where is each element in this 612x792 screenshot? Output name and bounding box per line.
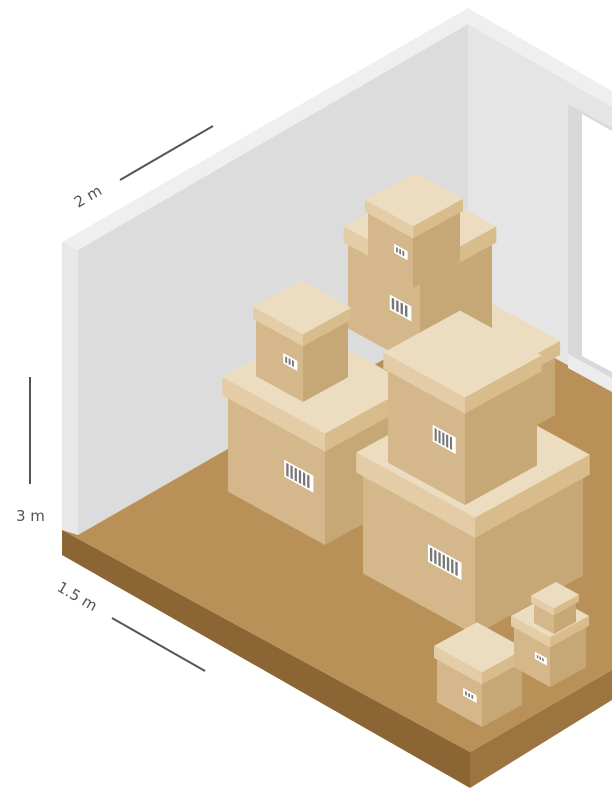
box-lid-top-face	[434, 622, 525, 673]
barcode-bar	[399, 248, 402, 255]
barcode-bar	[434, 549, 437, 565]
barcode-bar	[542, 657, 544, 662]
box-lid-right-face	[475, 454, 590, 538]
box-lid-left-face	[253, 306, 303, 347]
barcode-bar	[294, 467, 297, 482]
barcode-bar	[438, 430, 441, 444]
barcode-bar	[307, 474, 310, 489]
floor-front-right-side	[470, 670, 612, 788]
box-lid-left-face	[383, 352, 465, 414]
barcode-bar	[402, 250, 405, 257]
box-lid-left-face	[222, 377, 325, 452]
left-wall	[78, 24, 468, 535]
door-sill	[568, 354, 612, 392]
left-wall-edge	[62, 242, 78, 535]
barcode-bar	[400, 302, 403, 315]
box-lid-right-face	[413, 198, 463, 239]
wall-top-cap	[62, 8, 612, 250]
box-lid-left-face	[356, 452, 475, 538]
barcode-bar	[442, 432, 445, 446]
barcode-bar	[442, 554, 445, 570]
box-lid-left-face	[531, 595, 554, 616]
box-body-left-face	[363, 455, 475, 635]
barcode-bar	[539, 656, 542, 661]
barcode-bar	[434, 427, 437, 442]
cardboard-box	[531, 581, 579, 634]
box-lid-top-face	[365, 172, 463, 227]
cardboard-box	[383, 310, 542, 505]
barcode-bar	[290, 465, 293, 480]
depth-label: 1.5 m	[54, 578, 100, 615]
cardboard-box	[434, 622, 525, 727]
door-opening	[582, 114, 612, 372]
height-label: 3 m	[16, 507, 45, 525]
barcode-bar	[286, 462, 289, 478]
box-lid-right-face	[465, 355, 542, 414]
box-lid-top-face	[531, 581, 579, 609]
cardboard-box	[253, 280, 351, 402]
barcode-bar	[285, 356, 288, 364]
floor-front-left-side	[62, 530, 470, 788]
barcode-bar	[291, 359, 294, 368]
boxes	[222, 172, 590, 727]
barcode-bar	[471, 694, 474, 700]
box-lid-right-face	[554, 594, 579, 616]
walls	[62, 8, 612, 535]
box-lid-top-face	[383, 310, 542, 398]
barcode-bar	[465, 690, 467, 696]
barcode-bar	[468, 692, 471, 698]
barcode-bar	[449, 436, 453, 451]
barcode-bar	[455, 561, 458, 577]
box-lid-left-face	[434, 645, 482, 685]
barcode-bar	[429, 547, 433, 563]
box-lid-right-face	[303, 307, 351, 347]
barcode-bar	[446, 434, 449, 448]
barcode-bar	[451, 558, 454, 574]
box-lid-right-face	[550, 615, 589, 648]
barcode-bar	[396, 300, 399, 313]
barcode-bar	[536, 654, 539, 659]
depth-dimension-line	[111, 617, 206, 672]
width-label: 2 m	[71, 181, 105, 211]
barcode-bar	[396, 246, 398, 253]
cardboard-box	[365, 172, 463, 288]
barcode-bar	[391, 297, 395, 311]
box-lid-top-face	[253, 280, 351, 335]
barcode-bar	[288, 358, 291, 366]
barcode-bar	[438, 551, 441, 567]
box-lid-left-face	[365, 199, 413, 239]
barcode-bar	[298, 469, 302, 484]
width-dimension-line	[119, 125, 214, 181]
barcode-bar	[404, 304, 408, 318]
barcode-bar	[302, 472, 306, 487]
box-body-right-face	[475, 457, 583, 635]
box-lid-left-face	[511, 615, 550, 648]
barcode-bar	[446, 556, 450, 572]
